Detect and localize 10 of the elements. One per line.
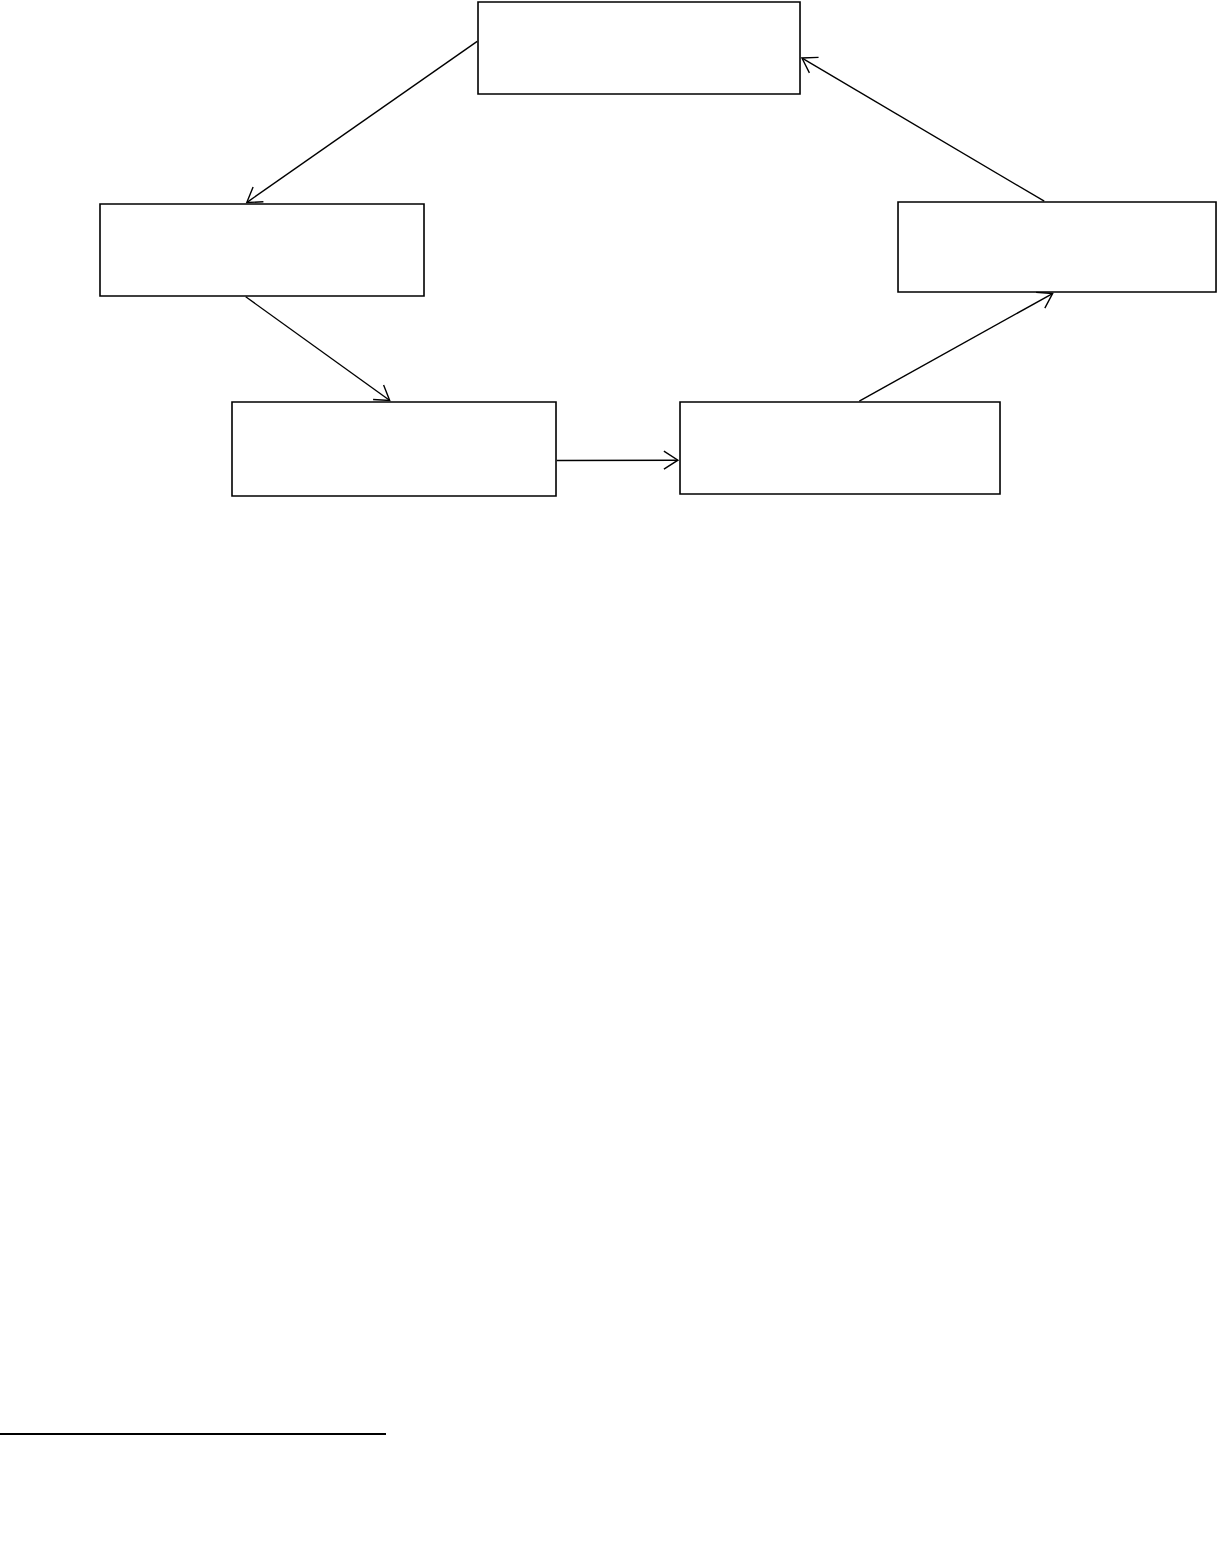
empty-box [477, 1, 801, 95]
empty-box [231, 401, 557, 497]
arrow [858, 291, 1054, 402]
empty-box [679, 401, 1001, 495]
arrow [245, 40, 478, 204]
empty-box [99, 203, 425, 297]
empty-box [897, 201, 1217, 293]
arrow [245, 296, 391, 402]
arrow [800, 56, 1045, 202]
arrow [556, 450, 680, 470]
